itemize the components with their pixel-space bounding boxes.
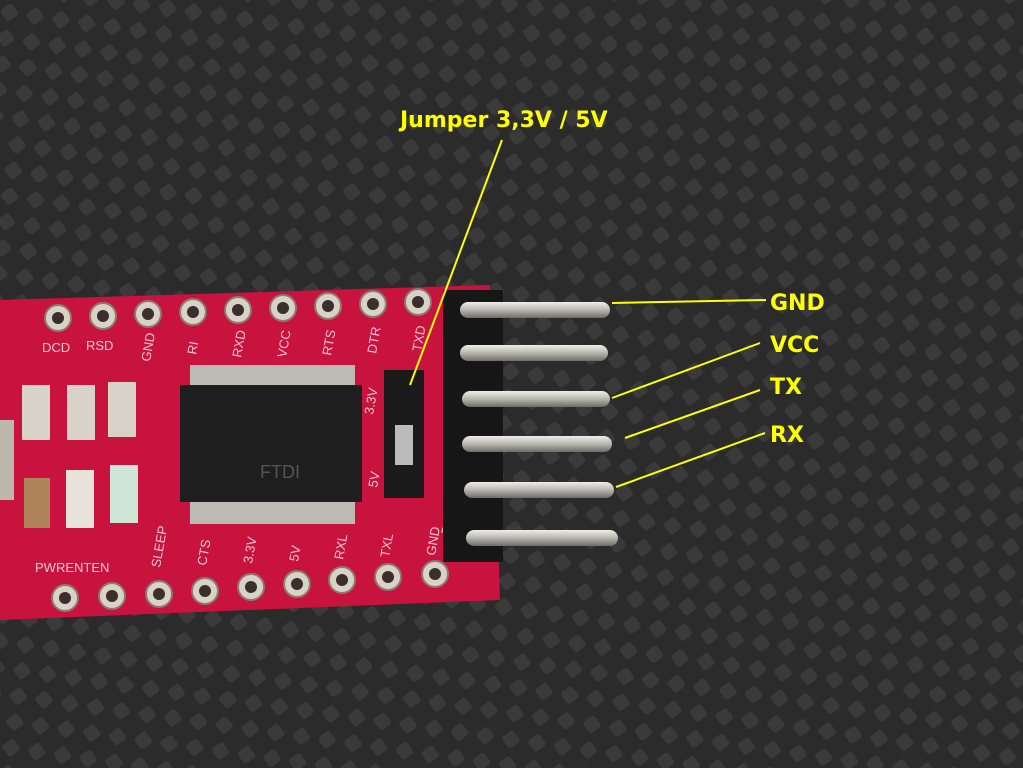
silk-label: TXD [409, 324, 428, 352]
smd-components [0, 382, 138, 528]
silk-label: DTR [364, 326, 383, 355]
silk-label: GND [138, 331, 158, 362]
silk-label: VCC [274, 329, 294, 359]
pin-header [443, 290, 618, 562]
silk-label: TXL [377, 532, 396, 558]
pcb-board: DCD RSD GND RI RXD VCC RTS DTR TXD PWREN… [0, 285, 500, 620]
silk-label: RXD [229, 329, 249, 359]
silk-label: CTS [194, 538, 213, 567]
chip-marking: FTDI [260, 462, 300, 482]
silk-label: SLEEP [148, 525, 170, 569]
silk-label: PWRENTEN [35, 560, 109, 575]
silk-label: GND [423, 525, 443, 556]
rx-annotation: RX [770, 423, 804, 448]
voltage-jumper: 3.3V 5V [361, 370, 424, 498]
silk-label: 5V [365, 470, 383, 489]
silk-label: RSD [86, 338, 113, 353]
jumper-annotation: Jumper 3,3V / 5V [398, 108, 608, 133]
silk-label: 3.3V [240, 535, 259, 564]
gnd-annotation: GND [770, 291, 825, 316]
tx-annotation: TX [770, 375, 802, 400]
silk-label: 3.3V [361, 386, 380, 415]
bottom-pin-labels: PWRENTEN SLEEP CTS 3.3V 5V RXL TXL GND D… [35, 507, 458, 575]
annotations: Jumper 3,3V / 5V GND VCC TX RX [398, 108, 825, 448]
silk-label: RTS [319, 328, 338, 356]
silk-label: 5V [286, 544, 304, 563]
silk-label: RI [184, 340, 201, 355]
vcc-annotation: VCC [770, 333, 819, 358]
top-pin-labels: DCD RSD GND RI RXD VCC RTS DTR TXD [42, 324, 428, 362]
silk-label: DCD [42, 340, 70, 355]
silk-label: RXL [331, 533, 350, 561]
ftdi-chip: FTDI [180, 365, 362, 524]
annotation-leader-lines [409, 139, 767, 488]
